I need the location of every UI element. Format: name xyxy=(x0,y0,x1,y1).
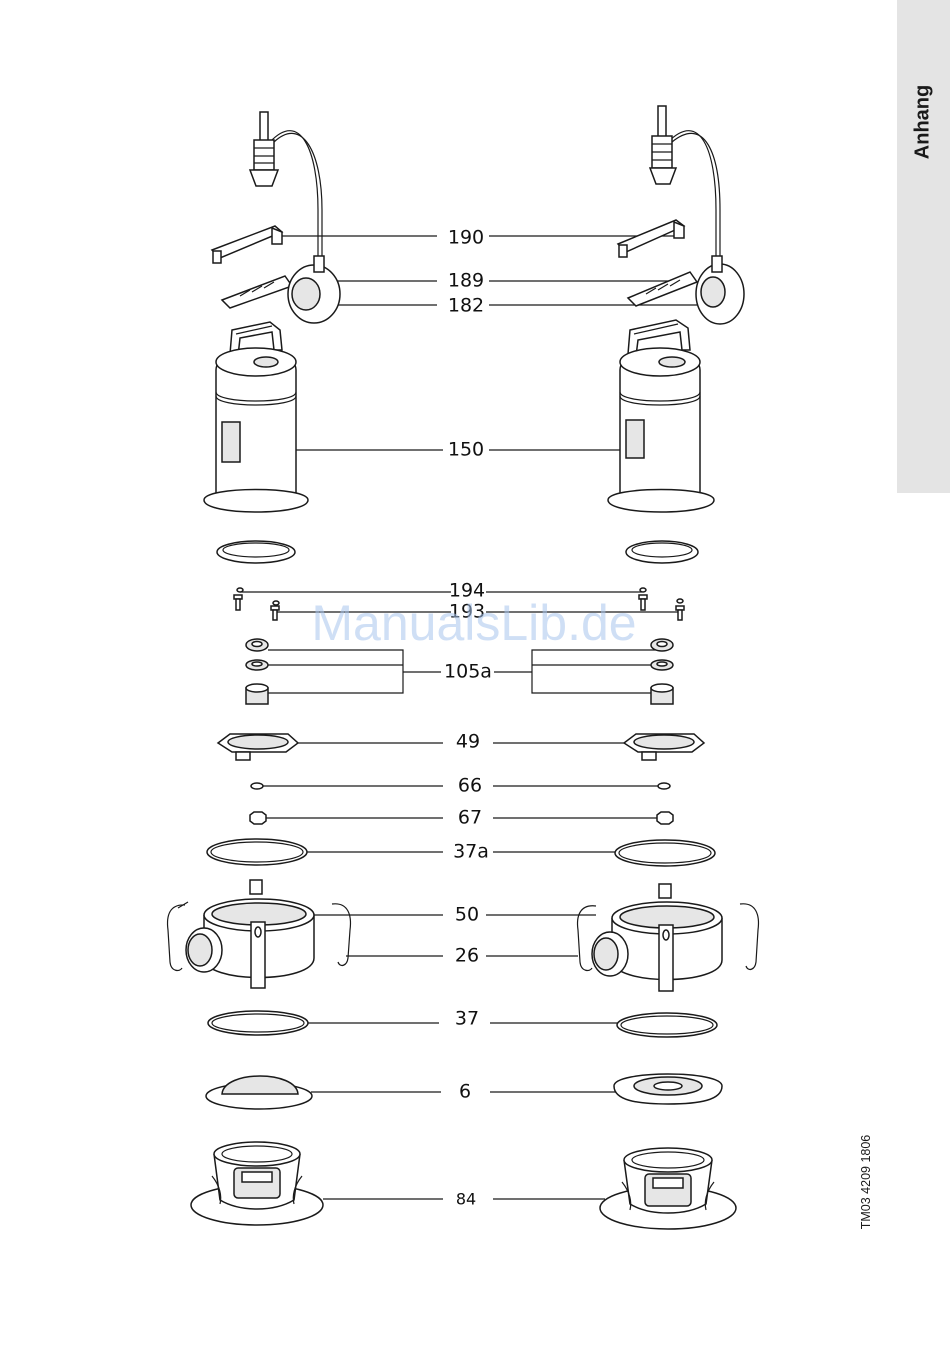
clip-26-right-b xyxy=(740,904,758,970)
pump-body-150-left xyxy=(204,322,308,512)
stand-84-right xyxy=(600,1148,736,1229)
pump-body-150-right xyxy=(608,320,714,512)
part-labels: 190 189 182 150 194 193 105a 49 66 67 37… xyxy=(444,227,492,1209)
clip-26-left-a xyxy=(168,905,185,971)
part-label-190: 190 xyxy=(448,227,484,249)
part-label-67: 67 xyxy=(458,807,482,829)
o-ring-37a-right xyxy=(615,840,715,866)
float-switch-cable-right xyxy=(650,106,720,262)
nut-67-right xyxy=(657,812,673,824)
part-label-66: 66 xyxy=(458,775,482,797)
cover-49-right xyxy=(624,734,704,760)
washer-66-left xyxy=(251,783,263,789)
left-assembly xyxy=(168,112,351,1225)
bracket-190-left xyxy=(212,226,282,263)
cover-49-left xyxy=(218,734,298,760)
part-label-6: 6 xyxy=(459,1081,471,1103)
clamp-189-right xyxy=(628,272,697,306)
right-assembly xyxy=(578,106,759,1229)
nut-67-left xyxy=(250,812,266,824)
cable-gland-105a-right xyxy=(651,639,673,704)
screws-right xyxy=(639,588,684,620)
part-label-49: 49 xyxy=(456,731,480,753)
stand-84-left xyxy=(191,1142,323,1225)
bracket-190-right xyxy=(618,220,684,257)
ring-right xyxy=(626,541,698,563)
screws-left xyxy=(234,588,279,620)
part-label-105a: 105a xyxy=(444,661,492,683)
pump-housing-50-left xyxy=(186,880,314,988)
washer-66-right xyxy=(658,783,670,789)
part-label-37: 37 xyxy=(455,1008,479,1030)
o-ring-37a-left xyxy=(207,839,307,865)
part-label-37a: 37a xyxy=(453,841,489,863)
part-label-182: 182 xyxy=(448,295,484,317)
cable-gland-105a-left xyxy=(246,639,268,704)
clip-26-left-b xyxy=(332,904,350,966)
part-label-150: 150 xyxy=(448,439,484,461)
ring-left xyxy=(217,541,295,563)
part-label-189: 189 xyxy=(448,270,484,292)
part-label-84: 84 xyxy=(456,1190,476,1209)
watermark: ManualsLib.de xyxy=(311,594,636,652)
bottom-plate-6-right xyxy=(614,1074,722,1104)
clamp-189-left xyxy=(222,276,292,308)
float-182-left xyxy=(288,256,340,323)
float-182-right xyxy=(696,256,744,324)
bottom-plate-6-left xyxy=(206,1076,312,1109)
part-label-26: 26 xyxy=(455,945,479,967)
pump-housing-50-right xyxy=(592,884,722,991)
part-label-50: 50 xyxy=(455,904,479,926)
